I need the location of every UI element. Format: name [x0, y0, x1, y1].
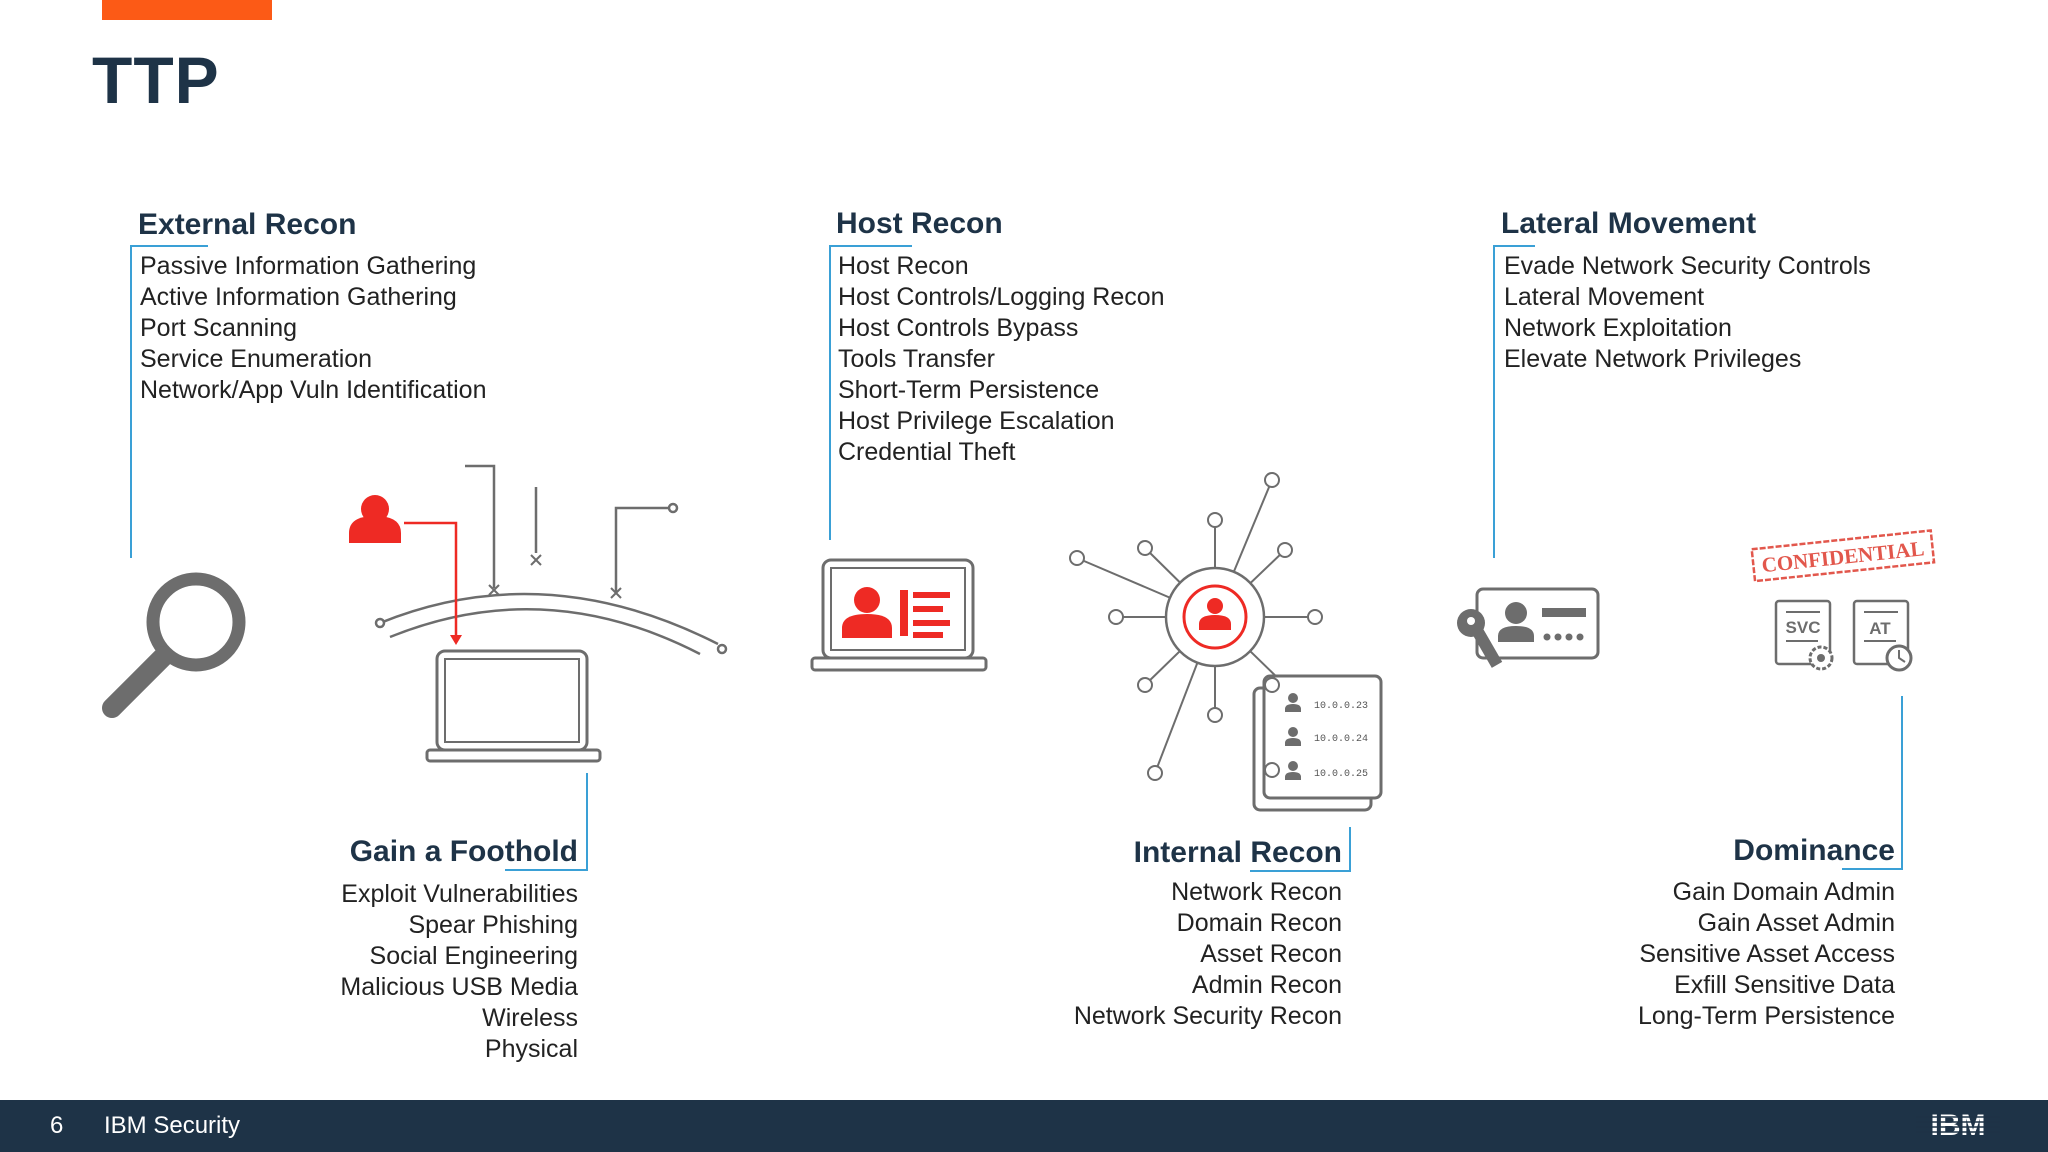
- list-item: Host Privilege Escalation: [838, 407, 1115, 435]
- svc-badge-icon: SVC: [1774, 599, 1834, 671]
- attack-arrow: [450, 635, 462, 645]
- list-item: Short-Term Persistence: [838, 376, 1100, 404]
- logo-stripes: [1916, 1116, 2000, 1133]
- list-item: Active Information Gathering: [140, 283, 457, 311]
- list-item: Sensitive Asset Access: [1639, 940, 1895, 968]
- list-item: Service Enumeration: [140, 345, 373, 373]
- list-item: Spear Phishing: [408, 911, 578, 939]
- list-item: Passive Information Gathering: [140, 252, 477, 280]
- list-item: Asset Recon: [1200, 940, 1342, 968]
- list-item: Credential Theft: [838, 438, 1016, 466]
- list-item: Admin Recon: [1191, 971, 1342, 999]
- credential-card-icon: [1475, 587, 1600, 660]
- connector-lateral-movement: [1493, 245, 1535, 558]
- lateral-movement-title: Lateral Movement: [1501, 207, 1757, 240]
- host-list-icon: 10.0.0.23 10.0.0.24 10.0.0.25: [1252, 674, 1383, 812]
- svg-text:CONFIDENTIAL: CONFIDENTIAL: [1761, 536, 1926, 577]
- external-recon-list: Passive Information Gathering Active Inf…: [140, 251, 486, 406]
- list-item: Network Recon: [1171, 878, 1342, 906]
- confidential-stamp: CONFIDENTIAL: [1750, 529, 1936, 583]
- key-icon: [1457, 609, 1503, 668]
- list-item: Exploit Vulnerabilities: [341, 880, 578, 908]
- list-item: Physical: [484, 1035, 578, 1063]
- connector-dominance: [1842, 696, 1903, 870]
- host-laptop-icon: [810, 558, 988, 672]
- page-title: TTP: [92, 43, 220, 117]
- list-item: Host Controls/Logging Recon: [838, 283, 1165, 311]
- list-item: Port Scanning: [140, 314, 298, 342]
- connector-external-recon: [130, 245, 208, 558]
- network-hub-icon: [1069, 472, 1323, 781]
- ibm-logo: IBM: [1916, 1109, 2000, 1142]
- list-item: Network Exploitation: [1504, 314, 1732, 342]
- dominance-title: Dominance: [1733, 834, 1895, 867]
- page-number: 6: [50, 1112, 64, 1139]
- magnifier-icon: [102, 572, 246, 718]
- list-item: Tools Transfer: [838, 345, 996, 373]
- network-path-icon: [374, 464, 728, 656]
- list-item: Social Engineering: [369, 942, 578, 970]
- svg-text:IBM: IBM: [1931, 1109, 1986, 1142]
- ttp-diagram: 10.0.0.23 10.0.0.24 10.0.0.25 CONFIDENTI…: [102, 245, 1936, 872]
- accent-bar: [102, 0, 272, 20]
- host-recon-list: Host Recon Host Controls/Logging Recon H…: [838, 251, 1165, 468]
- list-item: Network Security Recon: [1073, 1002, 1342, 1030]
- gain-foothold-list: Exploit Vulnerabilities Spear Phishing S…: [340, 879, 578, 1065]
- list-item: Evade Network Security Controls: [1504, 252, 1871, 280]
- connector-host-recon: [829, 245, 912, 540]
- ip-address: 10.0.0.25: [1314, 769, 1368, 780]
- list-item: Lateral Movement: [1504, 283, 1705, 311]
- connector-gain-foothold: [505, 773, 588, 871]
- internal-recon-title: Internal Recon: [1133, 836, 1342, 869]
- list-item: Long-Term Persistence: [1637, 1002, 1895, 1030]
- attack-path-line: [404, 521, 458, 638]
- lateral-movement-list: Evade Network Security Controls Lateral …: [1504, 251, 1871, 375]
- ip-address: 10.0.0.24: [1314, 734, 1368, 745]
- footer-bar: 6 IBM Security IBM: [0, 1100, 2048, 1152]
- list-item: Malicious USB Media: [340, 973, 578, 1001]
- dominance-list: Gain Domain Admin Gain Asset Admin Sensi…: [1638, 877, 1895, 1032]
- connector-internal-recon: [1250, 827, 1351, 872]
- laptop-icon: [425, 649, 602, 763]
- list-item: Domain Recon: [1176, 909, 1342, 937]
- list-item: Wireless: [482, 1004, 578, 1032]
- svg-text:SVC: SVC: [1786, 618, 1821, 637]
- footer-brand: IBM Security: [104, 1112, 241, 1139]
- external-recon-title: External Recon: [138, 208, 357, 241]
- list-item: Network/App Vuln Identification: [140, 376, 487, 404]
- list-item: Exfill Sensitive Data: [1674, 971, 1895, 999]
- at-badge-icon: AT: [1852, 599, 1913, 672]
- ip-address: 10.0.0.23: [1314, 701, 1368, 712]
- svg-text:AT: AT: [1869, 619, 1891, 638]
- connector-lines: [130, 245, 1903, 872]
- internal-recon-list: Network Recon Domain Recon Asset Recon A…: [1074, 877, 1342, 1032]
- list-item: Gain Domain Admin: [1672, 878, 1895, 906]
- list-item: Gain Asset Admin: [1697, 909, 1895, 937]
- list-item: Host Controls Bypass: [838, 314, 1079, 342]
- list-item: Elevate Network Privileges: [1504, 345, 1802, 373]
- gain-foothold-title: Gain a Foothold: [349, 835, 578, 868]
- attacker-icon: [349, 495, 401, 543]
- host-recon-title: Host Recon: [836, 207, 1003, 240]
- list-item: Host Recon: [838, 252, 969, 280]
